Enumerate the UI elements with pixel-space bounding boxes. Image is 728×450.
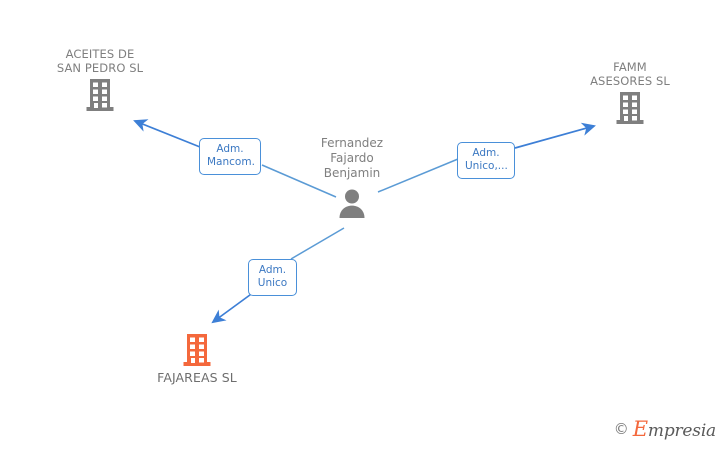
watermark: © Empresia (614, 419, 716, 440)
copyright-icon: © (613, 420, 629, 438)
building-icon (616, 92, 644, 124)
edge-person-to-mancom-label (261, 164, 337, 198)
relation-label-adm-unico-fajareas[interactable]: Adm. Unico (248, 259, 297, 296)
edge-unico2-to-fajareas (211, 291, 255, 324)
edge-person-to-unico2-label (290, 227, 345, 260)
building-icon (86, 79, 114, 111)
brand-rest: mpresia (647, 421, 716, 441)
brand-name: Empresia (633, 419, 716, 440)
brand-lead-letter: E (632, 417, 648, 441)
person-node[interactable]: Fernandez Fajardo Benjamin (272, 136, 432, 219)
company-node-fajareas[interactable]: FAJAREAS SL (117, 330, 277, 385)
edge-unico-to-famm (514, 122, 596, 149)
company-label-fajareas: FAJAREAS SL (157, 370, 237, 385)
person-name-label: Fernandez Fajardo Benjamin (320, 136, 384, 180)
building-icon (183, 334, 211, 366)
company-label-famm: FAMM ASESORES SL (590, 60, 670, 88)
company-label-aceites: ACEITES DE SAN PEDRO SL (56, 47, 144, 75)
company-node-famm[interactable]: FAMM ASESORES SL (550, 60, 710, 126)
company-node-aceites[interactable]: ACEITES DE SAN PEDRO SL (20, 47, 180, 113)
edge-person-to-unico-label (377, 158, 459, 193)
edge-mancom-to-aceites (133, 119, 201, 148)
relation-label-adm-unico-famm[interactable]: Adm. Unico,... (457, 142, 515, 179)
person-icon (339, 189, 365, 218)
relation-label-adm-mancom[interactable]: Adm. Mancom. (199, 138, 261, 175)
